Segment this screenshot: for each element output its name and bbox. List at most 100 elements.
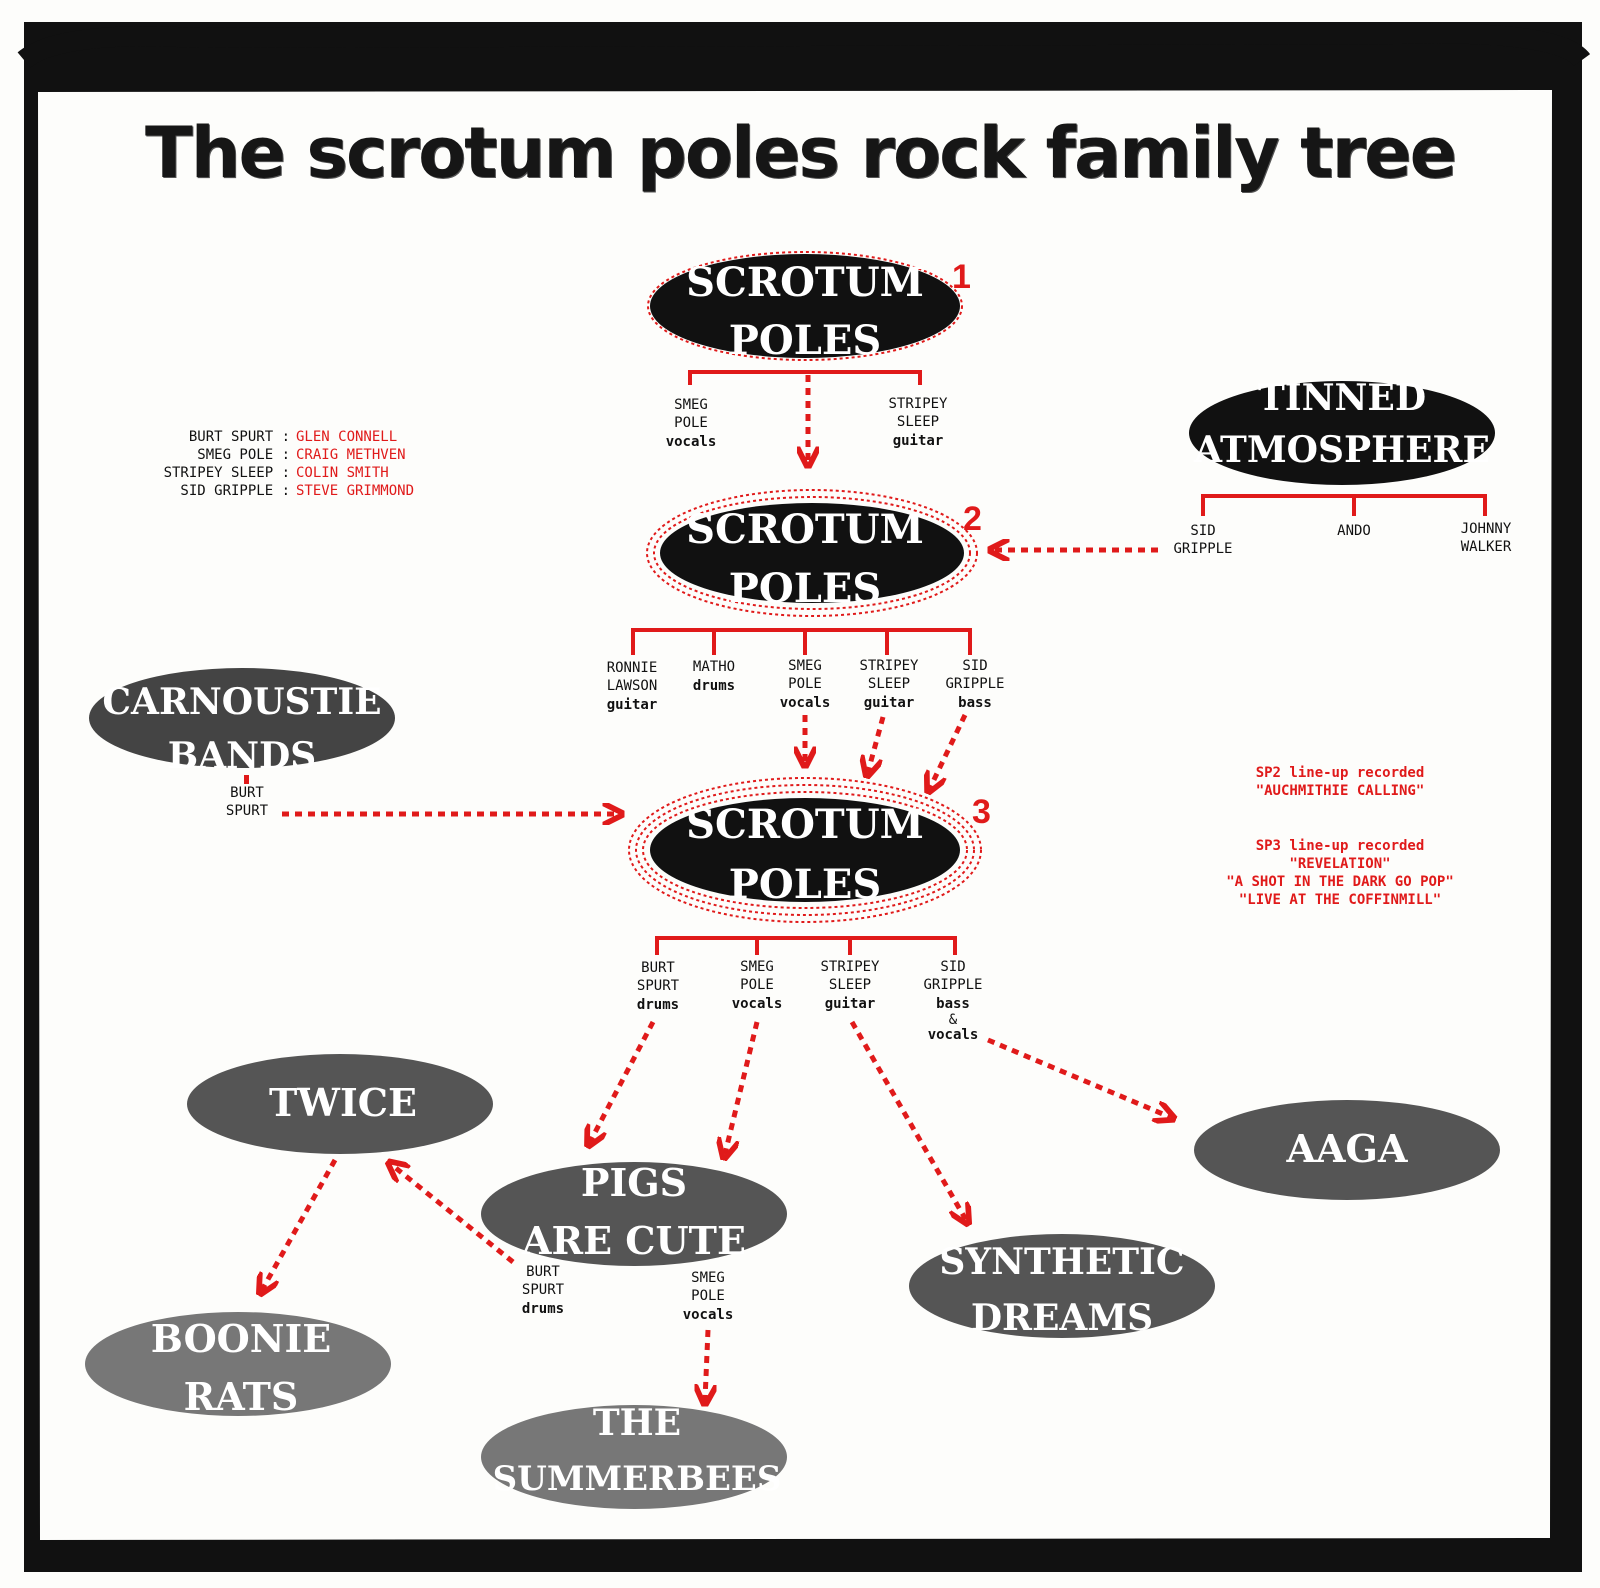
svg-text:&: & — [949, 1012, 958, 1028]
svg-text:bass: bass — [936, 996, 970, 1012]
band-scrotum-poles-3: SCROTUM POLES 3 — [628, 777, 991, 923]
svg-text:CRAIG METHVEN: CRAIG METHVEN — [296, 447, 406, 463]
svg-text:BANDS: BANDS — [168, 735, 316, 777]
svg-text:drums: drums — [637, 997, 679, 1013]
svg-text:SLEEP: SLEEP — [868, 676, 910, 692]
svg-text:SPURT: SPURT — [226, 803, 269, 819]
member-matho: MATHO drums — [693, 659, 735, 694]
lineup-number: 1 — [952, 258, 971, 296]
svg-text:TINNED: TINNED — [1258, 377, 1426, 419]
svg-text:guitar: guitar — [893, 433, 944, 449]
svg-text:SP2 line-up recorded: SP2 line-up recorded — [1256, 765, 1425, 781]
lineup-number: 3 — [972, 793, 991, 831]
member-sid-gripple: SID GRIPPLE bass — [945, 658, 1004, 711]
note-sp2-recordings: SP2 line-up recorded "AUCHMITHIE CALLING… — [1256, 765, 1425, 799]
svg-text:guitar: guitar — [864, 695, 915, 711]
legend-row: SID GRIPPLE : STEVE GRIMMOND — [180, 483, 414, 499]
svg-text:GRIPPLE: GRIPPLE — [945, 676, 1004, 692]
svg-text:SMEG: SMEG — [674, 397, 708, 413]
svg-text:WALKER: WALKER — [1461, 539, 1512, 555]
member-ronnie-lawson: RONNIE LAWSON guitar — [607, 660, 658, 713]
svg-text:ATMOSPHERE: ATMOSPHERE — [1193, 429, 1490, 471]
svg-text:drums: drums — [693, 678, 735, 694]
arrow-stripey-to-synthetic — [849, 1020, 966, 1220]
svg-text:BURT: BURT — [230, 785, 264, 801]
band-carnoustie-bands: CARNOUSTIE BANDS — [89, 668, 395, 777]
svg-text:SYNTHETIC: SYNTHETIC — [939, 1241, 1184, 1283]
band-pigs-are-cute: PIGS ARE CUTE — [481, 1160, 787, 1266]
svg-text:STRIPEY: STRIPEY — [820, 959, 880, 975]
svg-text:DREAMS: DREAMS — [971, 1297, 1153, 1339]
svg-text:CARNOUSTIE: CARNOUSTIE — [102, 681, 381, 723]
svg-text:AAGA: AAGA — [1286, 1126, 1408, 1171]
band-twice: TWICE — [187, 1054, 493, 1154]
svg-text:SCROTUM: SCROTUM — [686, 259, 924, 306]
svg-text:BURT SPURT :: BURT SPURT : — [189, 429, 290, 445]
member-burt-spurt: BURT SPURT — [226, 785, 269, 819]
svg-text:SPURT: SPURT — [522, 1282, 565, 1298]
svg-text:GRIPPLE: GRIPPLE — [1173, 541, 1232, 557]
svg-text:COLIN SMITH: COLIN SMITH — [296, 465, 389, 481]
svg-text:POLES: POLES — [729, 317, 881, 364]
svg-text:"LIVE AT THE COFFINMILL": "LIVE AT THE COFFINMILL" — [1239, 892, 1441, 908]
lineup-bracket — [655, 936, 957, 955]
svg-text:SMEG POLE :: SMEG POLE : — [197, 447, 290, 463]
svg-text:vocals: vocals — [928, 1027, 979, 1043]
member-stripey-sleep: STRIPEY SLEEP guitar — [859, 658, 919, 711]
svg-text:vocals: vocals — [666, 434, 717, 450]
member-burt-spurt: BURT SPURT drums — [522, 1264, 565, 1317]
svg-text:RONNIE: RONNIE — [607, 660, 658, 676]
svg-text:SLEEP: SLEEP — [829, 977, 871, 993]
svg-text:BOONIE: BOONIE — [151, 1316, 332, 1361]
svg-text:SID: SID — [962, 658, 987, 674]
svg-text:SUMMERBEES: SUMMERBEES — [493, 1459, 782, 1499]
svg-text:SCROTUM: SCROTUM — [686, 506, 924, 553]
svg-text:ARE CUTE: ARE CUTE — [521, 1218, 746, 1263]
lineup-bracket — [631, 628, 972, 655]
legend: BURT SPURT : GLEN CONNELL SMEG POLE : CR… — [164, 429, 414, 499]
page-title: The scrotum poles rock family tree — [144, 112, 1457, 194]
svg-text:bass: bass — [958, 695, 992, 711]
member-stripey-sleep: STRIPEY SLEEP guitar — [820, 959, 880, 1012]
svg-text:RATS: RATS — [184, 1374, 299, 1419]
svg-text:vocals: vocals — [780, 695, 831, 711]
svg-text:STEVE GRIMMOND: STEVE GRIMMOND — [296, 483, 414, 499]
svg-text:STRIPEY: STRIPEY — [888, 396, 948, 412]
member-stripey-sleep: STRIPEY SLEEP guitar — [888, 396, 948, 449]
member-sid-gripple: SID GRIPPLE bass & vocals — [923, 959, 982, 1043]
arrow-twice-to-boonie — [262, 1158, 338, 1290]
svg-text:SCROTUM: SCROTUM — [686, 801, 924, 848]
svg-text:MATHO: MATHO — [693, 659, 735, 675]
member-smeg-pole: SMEG POLE vocals — [683, 1270, 734, 1323]
svg-text:SMEG: SMEG — [691, 1270, 725, 1286]
svg-text:PIGS: PIGS — [581, 1160, 687, 1205]
svg-text:vocals: vocals — [732, 996, 783, 1012]
svg-text:guitar: guitar — [825, 996, 876, 1012]
svg-text:LAWSON: LAWSON — [607, 678, 658, 694]
svg-text:BURT: BURT — [526, 1264, 560, 1280]
member-sid-gripple: SID GRIPPLE — [1173, 523, 1232, 557]
svg-text:ANDO: ANDO — [1337, 523, 1371, 539]
svg-text:"AUCHMITHIE CALLING": "AUCHMITHIE CALLING" — [1256, 783, 1425, 799]
legend-row: STRIPEY SLEEP : COLIN SMITH — [164, 465, 389, 481]
lineup-bracket — [688, 370, 922, 385]
member-smeg-pole: SMEG POLE vocals — [666, 397, 717, 450]
svg-text:STRIPEY SLEEP :: STRIPEY SLEEP : — [164, 465, 290, 481]
lineup-number: 2 — [963, 500, 982, 538]
svg-text:"REVELATION": "REVELATION" — [1289, 856, 1390, 872]
member-smeg-pole: SMEG POLE vocals — [780, 658, 831, 711]
svg-text:STRIPEY: STRIPEY — [859, 658, 919, 674]
svg-text:POLE: POLE — [740, 977, 774, 993]
svg-text:TWICE: TWICE — [269, 1080, 417, 1125]
svg-text:GLEN CONNELL: GLEN CONNELL — [296, 429, 397, 445]
svg-text:POLE: POLE — [674, 415, 708, 431]
svg-text:SP3 line-up recorded: SP3 line-up recorded — [1256, 838, 1425, 854]
legend-row: SMEG POLE : CRAIG METHVEN — [197, 447, 405, 463]
svg-text:SID: SID — [1190, 523, 1215, 539]
lineup-bracket — [1201, 494, 1487, 516]
band-synthetic-dreams: SYNTHETIC DREAMS — [909, 1234, 1215, 1339]
member-smeg-pole: SMEG POLE vocals — [732, 959, 783, 1012]
arrow-stripey-to-sp3 — [868, 716, 886, 772]
member-johnny-walker: JOHNNY WALKER — [1461, 521, 1512, 555]
